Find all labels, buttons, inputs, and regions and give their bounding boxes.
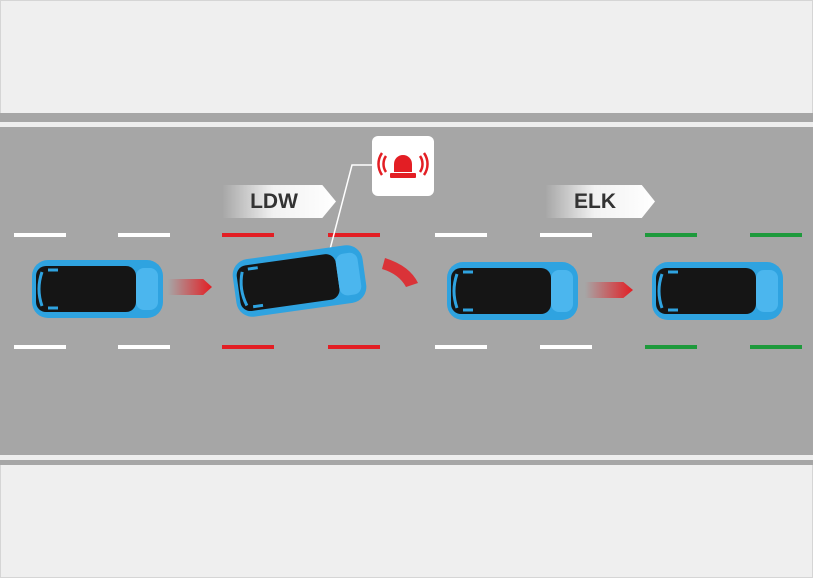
lane-marking — [328, 345, 380, 349]
car-icon — [650, 260, 785, 322]
arrow-icon — [585, 282, 633, 298]
lane-marking — [435, 345, 487, 349]
lane-marking — [14, 233, 66, 237]
lane-marking — [750, 233, 802, 237]
arrow-icon — [168, 279, 212, 295]
lane-marking — [328, 233, 380, 237]
lane-marking — [14, 345, 66, 349]
car-icon — [30, 258, 165, 320]
lane-marking — [222, 233, 274, 237]
car-icon — [445, 260, 580, 322]
alarm-beacon-icon — [377, 152, 429, 178]
lane-marking — [540, 233, 592, 237]
lane-marking — [645, 233, 697, 237]
lane-marking — [435, 233, 487, 237]
lane-marking — [540, 345, 592, 349]
lane-marking — [645, 345, 697, 349]
ldw-label: LDW — [222, 185, 336, 218]
lane-marking — [118, 345, 170, 349]
alarm-box — [372, 136, 434, 196]
car-icon — [228, 241, 370, 321]
lane-marking — [750, 345, 802, 349]
road-edge-top — [0, 122, 813, 127]
elk-label: ELK — [545, 185, 655, 218]
lane-marking — [222, 345, 274, 349]
lane-marking — [118, 233, 170, 237]
road-edge-bottom — [0, 455, 813, 460]
